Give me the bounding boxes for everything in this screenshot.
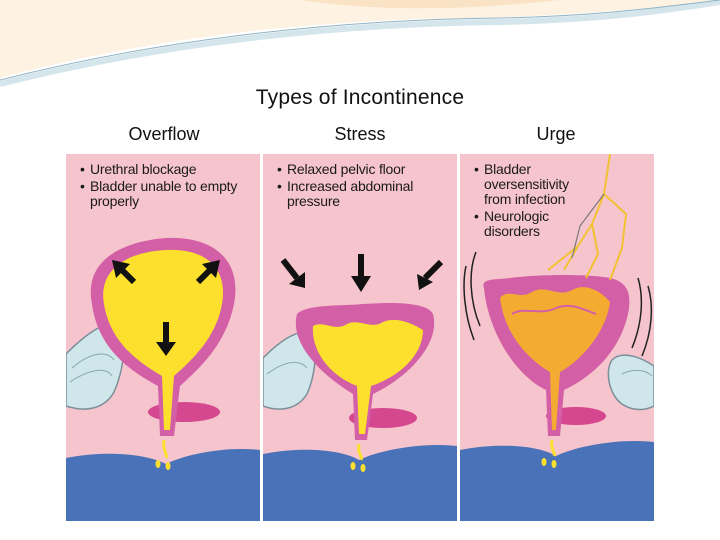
panel-heading-overflow: Overflow [128, 124, 200, 144]
list-item: •Urethral blockage [80, 161, 197, 177]
list-item: •Increased abdominal pressure [277, 178, 414, 209]
note-relaxed-pelvic-floor: Relaxed pelvic floor [287, 161, 406, 177]
panel-overflow: •Urethral blockage •Bladder unable to em… [66, 154, 260, 521]
panel-stress: •Relaxed pelvic floor •Increased abdomin… [263, 154, 457, 521]
list-item: •Relaxed pelvic floor [277, 161, 406, 177]
list-item: •Bladder oversensitivity from infection [474, 161, 569, 207]
figure-title: Types of Incontinence [255, 86, 465, 109]
incontinence-figure: Types of Incontinence Overflow Stress Ur… [66, 82, 654, 522]
stress-notes: •Relaxed pelvic floor •Increased abdomin… [269, 162, 455, 211]
stress-illustration [263, 254, 457, 521]
panel-urge: •Bladder oversensitivity from infection … [460, 154, 654, 521]
note-bladder-oversensitivity: Bladder oversensitivity from infection [484, 161, 569, 207]
note-bladder-unable: Bladder unable to empty properly [90, 178, 238, 209]
note-urethral-blockage: Urethral blockage [90, 161, 197, 177]
note-neurologic-disorders: Neurologic disorders [484, 208, 549, 239]
slide-decoration [0, 0, 720, 87]
urge-illustration [460, 154, 654, 521]
overflow-notes: •Urethral blockage •Bladder unable to em… [72, 162, 258, 211]
list-item: •Bladder unable to empty properly [80, 178, 238, 209]
overflow-illustration [66, 237, 260, 521]
list-item: •Neurologic disorders [474, 208, 549, 239]
panel-heading-stress: Stress [334, 124, 386, 144]
urge-notes: •Bladder oversensitivity from infection … [466, 162, 596, 241]
note-abdominal-pressure: Increased abdominal pressure [287, 178, 414, 209]
panel-heading-urge: Urge [536, 124, 576, 144]
